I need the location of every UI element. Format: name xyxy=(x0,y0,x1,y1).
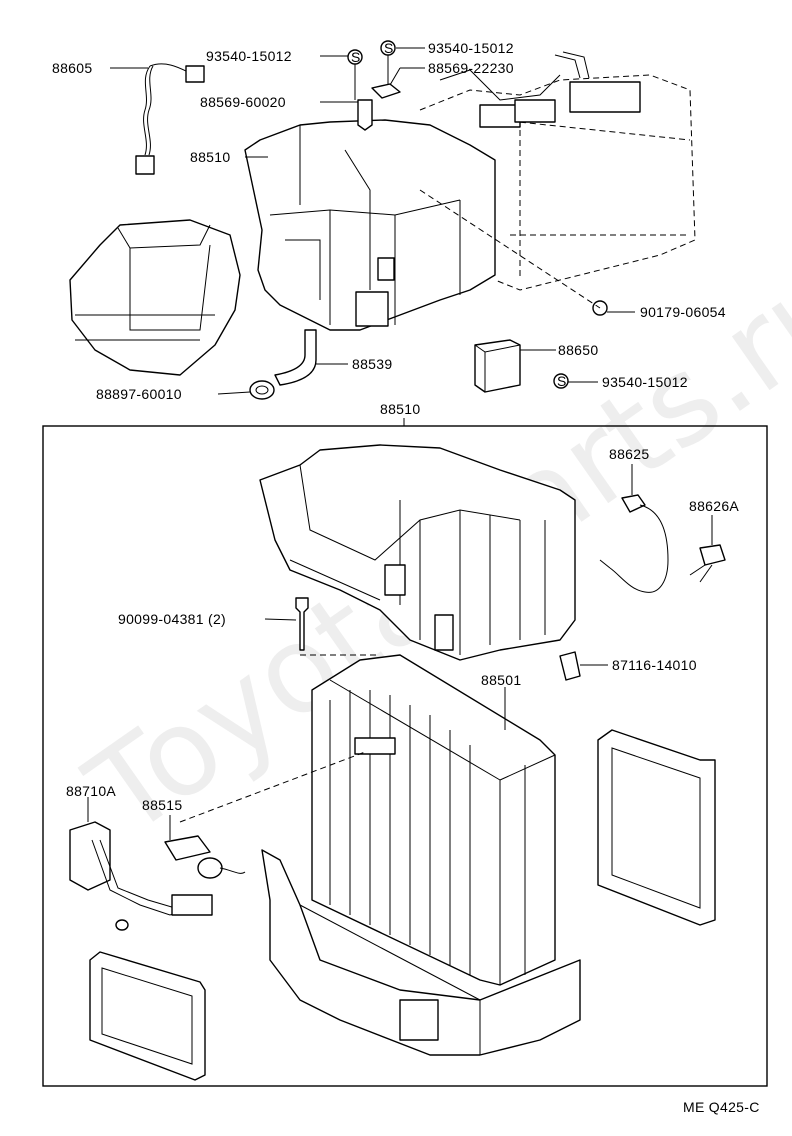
label-88650: 88650 xyxy=(558,342,598,358)
part-88569-brackets xyxy=(357,83,401,131)
part-88510-upper-case xyxy=(259,444,576,661)
part-88710A-expansion-valve xyxy=(69,821,213,931)
part-88515-sensor xyxy=(164,835,246,879)
label-88501: 88501 xyxy=(481,672,521,688)
s-marker-1: S xyxy=(347,49,363,65)
label-88605: 88605 xyxy=(52,60,92,76)
label-88626A: 88626A xyxy=(689,498,739,514)
part-88897-60010-grommet xyxy=(249,380,275,400)
leader-lines-bottom xyxy=(87,464,713,840)
label-93540-15012-b: 93540-15012 xyxy=(428,40,514,56)
label-88539: 88539 xyxy=(352,356,392,372)
part-88539-hose xyxy=(274,329,317,386)
exploded-view-frame xyxy=(42,425,768,1087)
part-90099-04381-bolt xyxy=(295,597,309,651)
part-seal-gasket-right xyxy=(597,729,716,926)
part-88625-thermistor xyxy=(599,494,669,593)
part-88605-harness xyxy=(135,63,205,175)
label-90099-04381: 90099-04381 (2) xyxy=(118,611,226,627)
svg-text:S: S xyxy=(351,49,361,65)
leader-lines-top xyxy=(110,47,635,395)
part-lower-case xyxy=(261,849,581,1056)
drawing-code: ME Q425-C xyxy=(683,1099,760,1115)
label-88510-top: 88510 xyxy=(190,149,230,165)
part-87116-14010-clip xyxy=(559,651,581,681)
part-seal-gasket-left xyxy=(89,951,206,1081)
label-88569-60020: 88569-60020 xyxy=(200,94,286,110)
svg-text:S: S xyxy=(557,373,567,389)
label-88510-box: 88510 xyxy=(380,401,420,417)
label-88625: 88625 xyxy=(609,446,649,462)
label-93540-15012-a: 93540-15012 xyxy=(206,48,292,64)
part-cooling-unit-left xyxy=(69,219,241,376)
part-blower-housing-dashed xyxy=(419,51,696,291)
part-88650-amplifier xyxy=(474,339,521,393)
screw-s-markers: S S S xyxy=(347,40,569,389)
part-88501-evaporator xyxy=(311,654,556,986)
label-88710A: 88710A xyxy=(66,783,116,799)
part-88626A-clip xyxy=(689,544,726,583)
label-88897-60010: 88897-60010 xyxy=(96,386,182,402)
part-88510-unit-top xyxy=(244,119,496,331)
label-88515: 88515 xyxy=(142,797,182,813)
s-marker-2: S xyxy=(380,40,396,56)
label-93540-15012-c: 93540-15012 xyxy=(602,374,688,390)
label-90179-06054: 90179-06054 xyxy=(640,304,726,320)
svg-text:S: S xyxy=(384,40,394,56)
label-87116-14010: 87116-14010 xyxy=(612,657,697,673)
label-88569-22230: 88569-22230 xyxy=(428,60,514,76)
s-marker-3: S xyxy=(553,373,569,389)
